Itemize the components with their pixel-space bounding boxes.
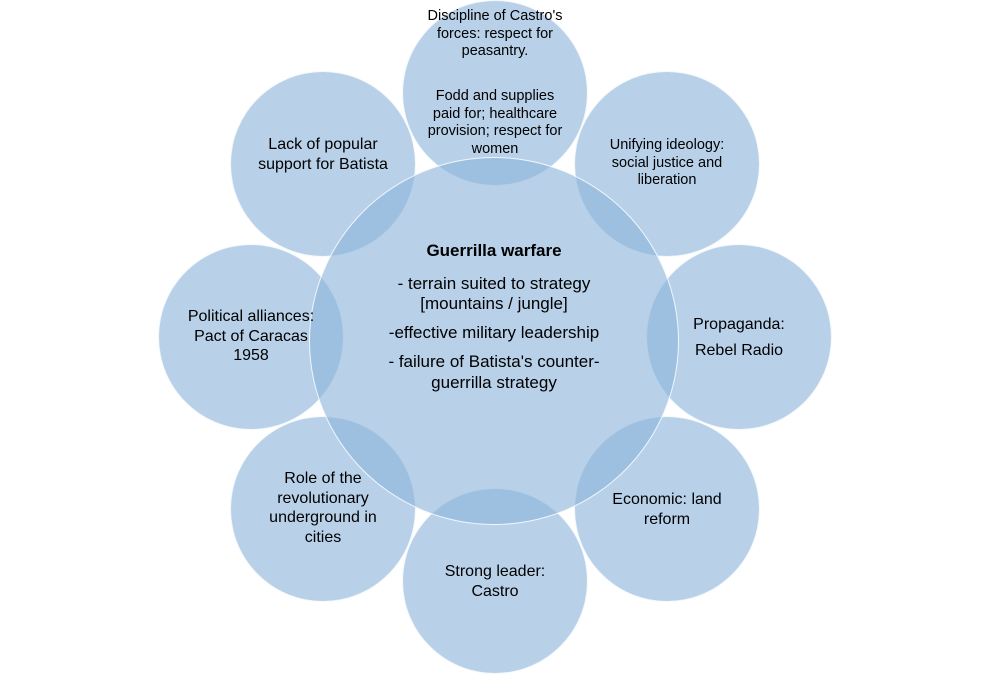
top-left-label-text: Lack of popular support for Batista (258, 136, 388, 173)
bottom-label-text: Strong leader: Castro (444, 563, 546, 600)
left-label: Political alliances: Pact of Caracas 195… (178, 307, 324, 366)
circle-center (309, 157, 679, 525)
center-title: Guerrilla warfare (426, 241, 562, 260)
top-right-label-text: Unifying ideology: social justice and li… (609, 137, 725, 189)
top-label-supplies: Fodd and supplies paid for; healthcare p… (425, 88, 565, 159)
bottom-left-label: Role of the revolutionary underground in… (253, 469, 393, 547)
center-label: Guerrilla warfare - terrain suited to st… (364, 241, 624, 401)
bottom-left-label-text: Role of the revolutionary underground in… (269, 470, 377, 546)
center-line-terrain: - terrain suited to strategy [mountains … (397, 273, 591, 314)
top-label-text-1: Discipline of Castro's forces: respect f… (427, 8, 563, 60)
top-right-label: Unifying ideology: social justice and li… (597, 137, 737, 190)
top-label-discipline: Discipline of Castro's forces: respect f… (425, 8, 565, 61)
bottom-label: Strong leader: Castro (425, 562, 565, 601)
center-line-leadership: -effective military leadership (388, 323, 600, 343)
right-label: Propaganda: Rebel Radio (669, 315, 809, 360)
circle-top (402, 0, 588, 186)
center-line-counter-strategy: - failure of Batista's counter-guerrilla… (388, 351, 600, 392)
bottom-right-label-text: Economic: land reform (612, 491, 722, 528)
top-left-label: Lack of popular support for Batista (253, 135, 393, 174)
left-label-text: Political alliances: Pact of Caracas 195… (187, 308, 315, 365)
right-label-line-1: Propaganda: (693, 316, 785, 333)
right-label-line-2: Rebel Radio (694, 341, 784, 359)
top-label-text-2: Fodd and supplies paid for; healthcare p… (427, 88, 563, 158)
bottom-right-label: Economic: land reform (597, 490, 737, 529)
